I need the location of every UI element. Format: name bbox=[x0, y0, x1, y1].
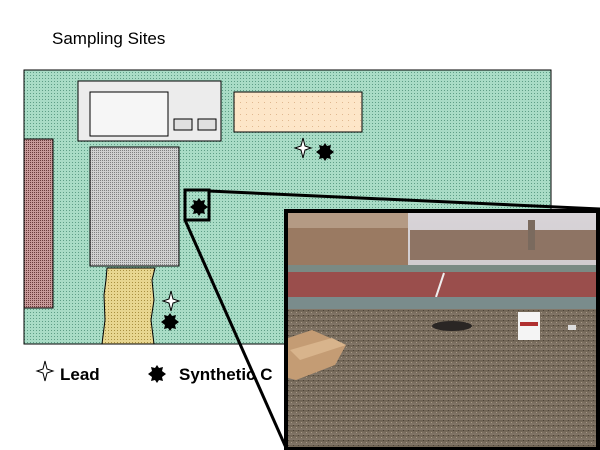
photo-grass bbox=[288, 309, 596, 447]
callout-line bbox=[183, 219, 289, 450]
legend-synthetic-label: Synthetic C bbox=[179, 365, 273, 384]
callout-line bbox=[208, 189, 600, 211]
left-strip bbox=[23, 138, 54, 309]
school-building bbox=[77, 80, 222, 142]
diagram-title: Sampling Sites bbox=[52, 29, 166, 48]
peach-area bbox=[233, 91, 363, 133]
sand-area bbox=[101, 267, 156, 345]
gray-block bbox=[89, 146, 180, 267]
legend-lead-label: Lead bbox=[60, 365, 100, 384]
zoom-box bbox=[183, 188, 211, 222]
